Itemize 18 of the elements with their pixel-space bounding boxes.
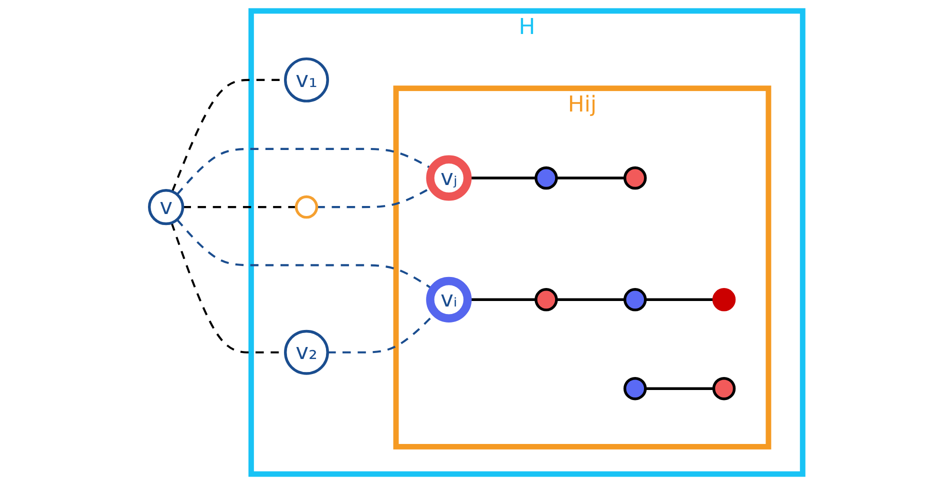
node-circle: [712, 376, 736, 400]
node-circle: v: [148, 188, 184, 226]
node-circle: v₁: [284, 57, 329, 102]
node-circle: [624, 376, 647, 400]
node-circle: [624, 288, 647, 312]
node-circle: [712, 288, 736, 312]
node-circle: [534, 288, 558, 312]
node-circle: [624, 166, 647, 190]
node-circle: vᵢ: [426, 276, 472, 322]
connector: [182, 206, 296, 208]
connector: [645, 298, 714, 302]
node-circle: [294, 195, 318, 219]
connector: [556, 176, 625, 180]
node-circle: [534, 166, 558, 190]
connector: [556, 298, 625, 302]
node-circle: vⱼ: [426, 155, 472, 201]
connector: [645, 387, 714, 390]
node-circle: v₂: [284, 330, 329, 375]
